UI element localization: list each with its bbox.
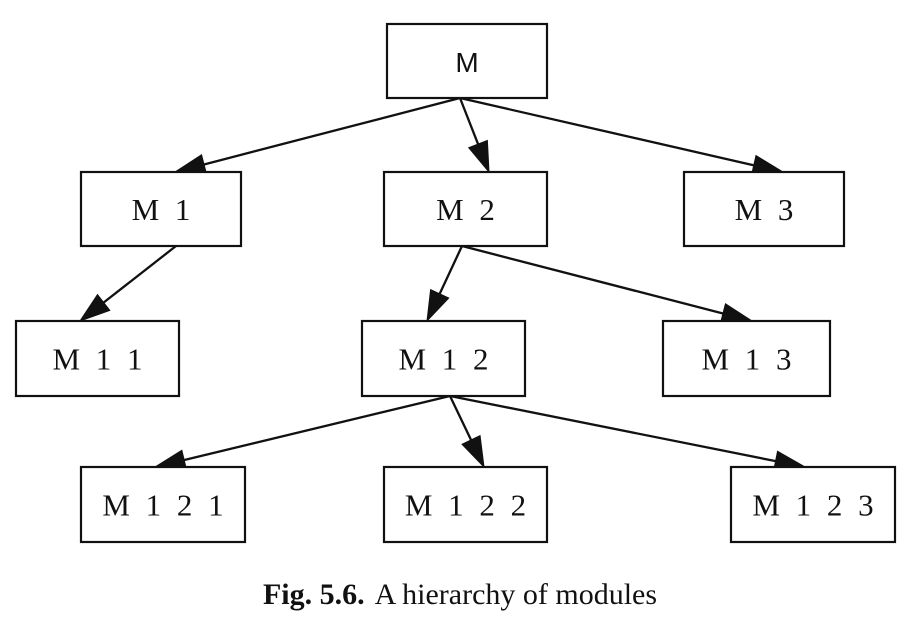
- module-label: M 1 2 3: [752, 488, 873, 523]
- module-node-m: M: [385, 22, 549, 100]
- module-label: M 2: [436, 192, 495, 227]
- module-box: [360, 319, 527, 398]
- edge-m1-m11: [78, 245, 177, 322]
- edge-m-m1: [173, 96, 461, 175]
- arrowhead: [461, 434, 485, 469]
- module-node-m12: M 1 2: [360, 319, 527, 398]
- edge-line: [201, 96, 461, 167]
- edge-line: [101, 245, 177, 305]
- edge-line: [181, 394, 451, 462]
- module-box: [79, 465, 247, 544]
- module-node-m121: M 1 2 1: [79, 465, 247, 544]
- edge-m12-m123: [449, 394, 807, 472]
- edge-m2-m13: [461, 244, 754, 324]
- module-label: M 1: [132, 192, 191, 227]
- edge-line: [459, 96, 756, 167]
- module-box: [79, 170, 243, 248]
- module-box: [385, 22, 549, 100]
- edge-m2-m12: [426, 245, 464, 323]
- module-label: M 1 2 2: [405, 488, 526, 523]
- module-label: M 1 2: [398, 342, 488, 377]
- module-node-m11: M 1 1: [14, 319, 181, 398]
- edge-line: [461, 244, 726, 316]
- edge-line: [448, 395, 473, 443]
- module-node-m123: M 1 2 3: [729, 465, 897, 544]
- edge-m-m2: [458, 97, 490, 174]
- edge-line: [449, 394, 778, 463]
- module-node-m1: M 1: [79, 170, 243, 248]
- arrowhead: [426, 288, 450, 323]
- module-box: [382, 170, 549, 248]
- caption-text: A hierarchy of modules: [374, 578, 658, 611]
- module-label: M: [455, 47, 478, 78]
- caption-figure-number: Fig. 5.6.: [262, 578, 365, 611]
- module-box: [682, 170, 846, 248]
- edge-m-m3: [459, 96, 785, 176]
- edge-line: [458, 97, 480, 147]
- module-label: M 1 1: [52, 342, 142, 377]
- module-box: [729, 465, 897, 544]
- module-node-m2: M 2: [382, 170, 549, 248]
- module-label: M 1 3: [701, 342, 791, 377]
- module-box: [382, 465, 549, 544]
- module-label: M 3: [735, 192, 794, 227]
- edge-m12-m122: [448, 395, 485, 469]
- module-label: M 1 2 1: [102, 488, 223, 523]
- edge-line: [437, 245, 464, 297]
- edge-m12-m121: [153, 394, 451, 471]
- module-box: [661, 319, 832, 398]
- arrowhead: [467, 139, 490, 174]
- figure-caption: Fig. 5.6. A hierarchy of modules: [0, 578, 920, 612]
- module-node-m122: M 1 2 2: [382, 465, 549, 544]
- arrowhead: [78, 293, 111, 322]
- module-node-m3: M 3: [682, 170, 846, 248]
- module-node-m13: M 1 3: [661, 319, 832, 398]
- module-box: [14, 319, 181, 398]
